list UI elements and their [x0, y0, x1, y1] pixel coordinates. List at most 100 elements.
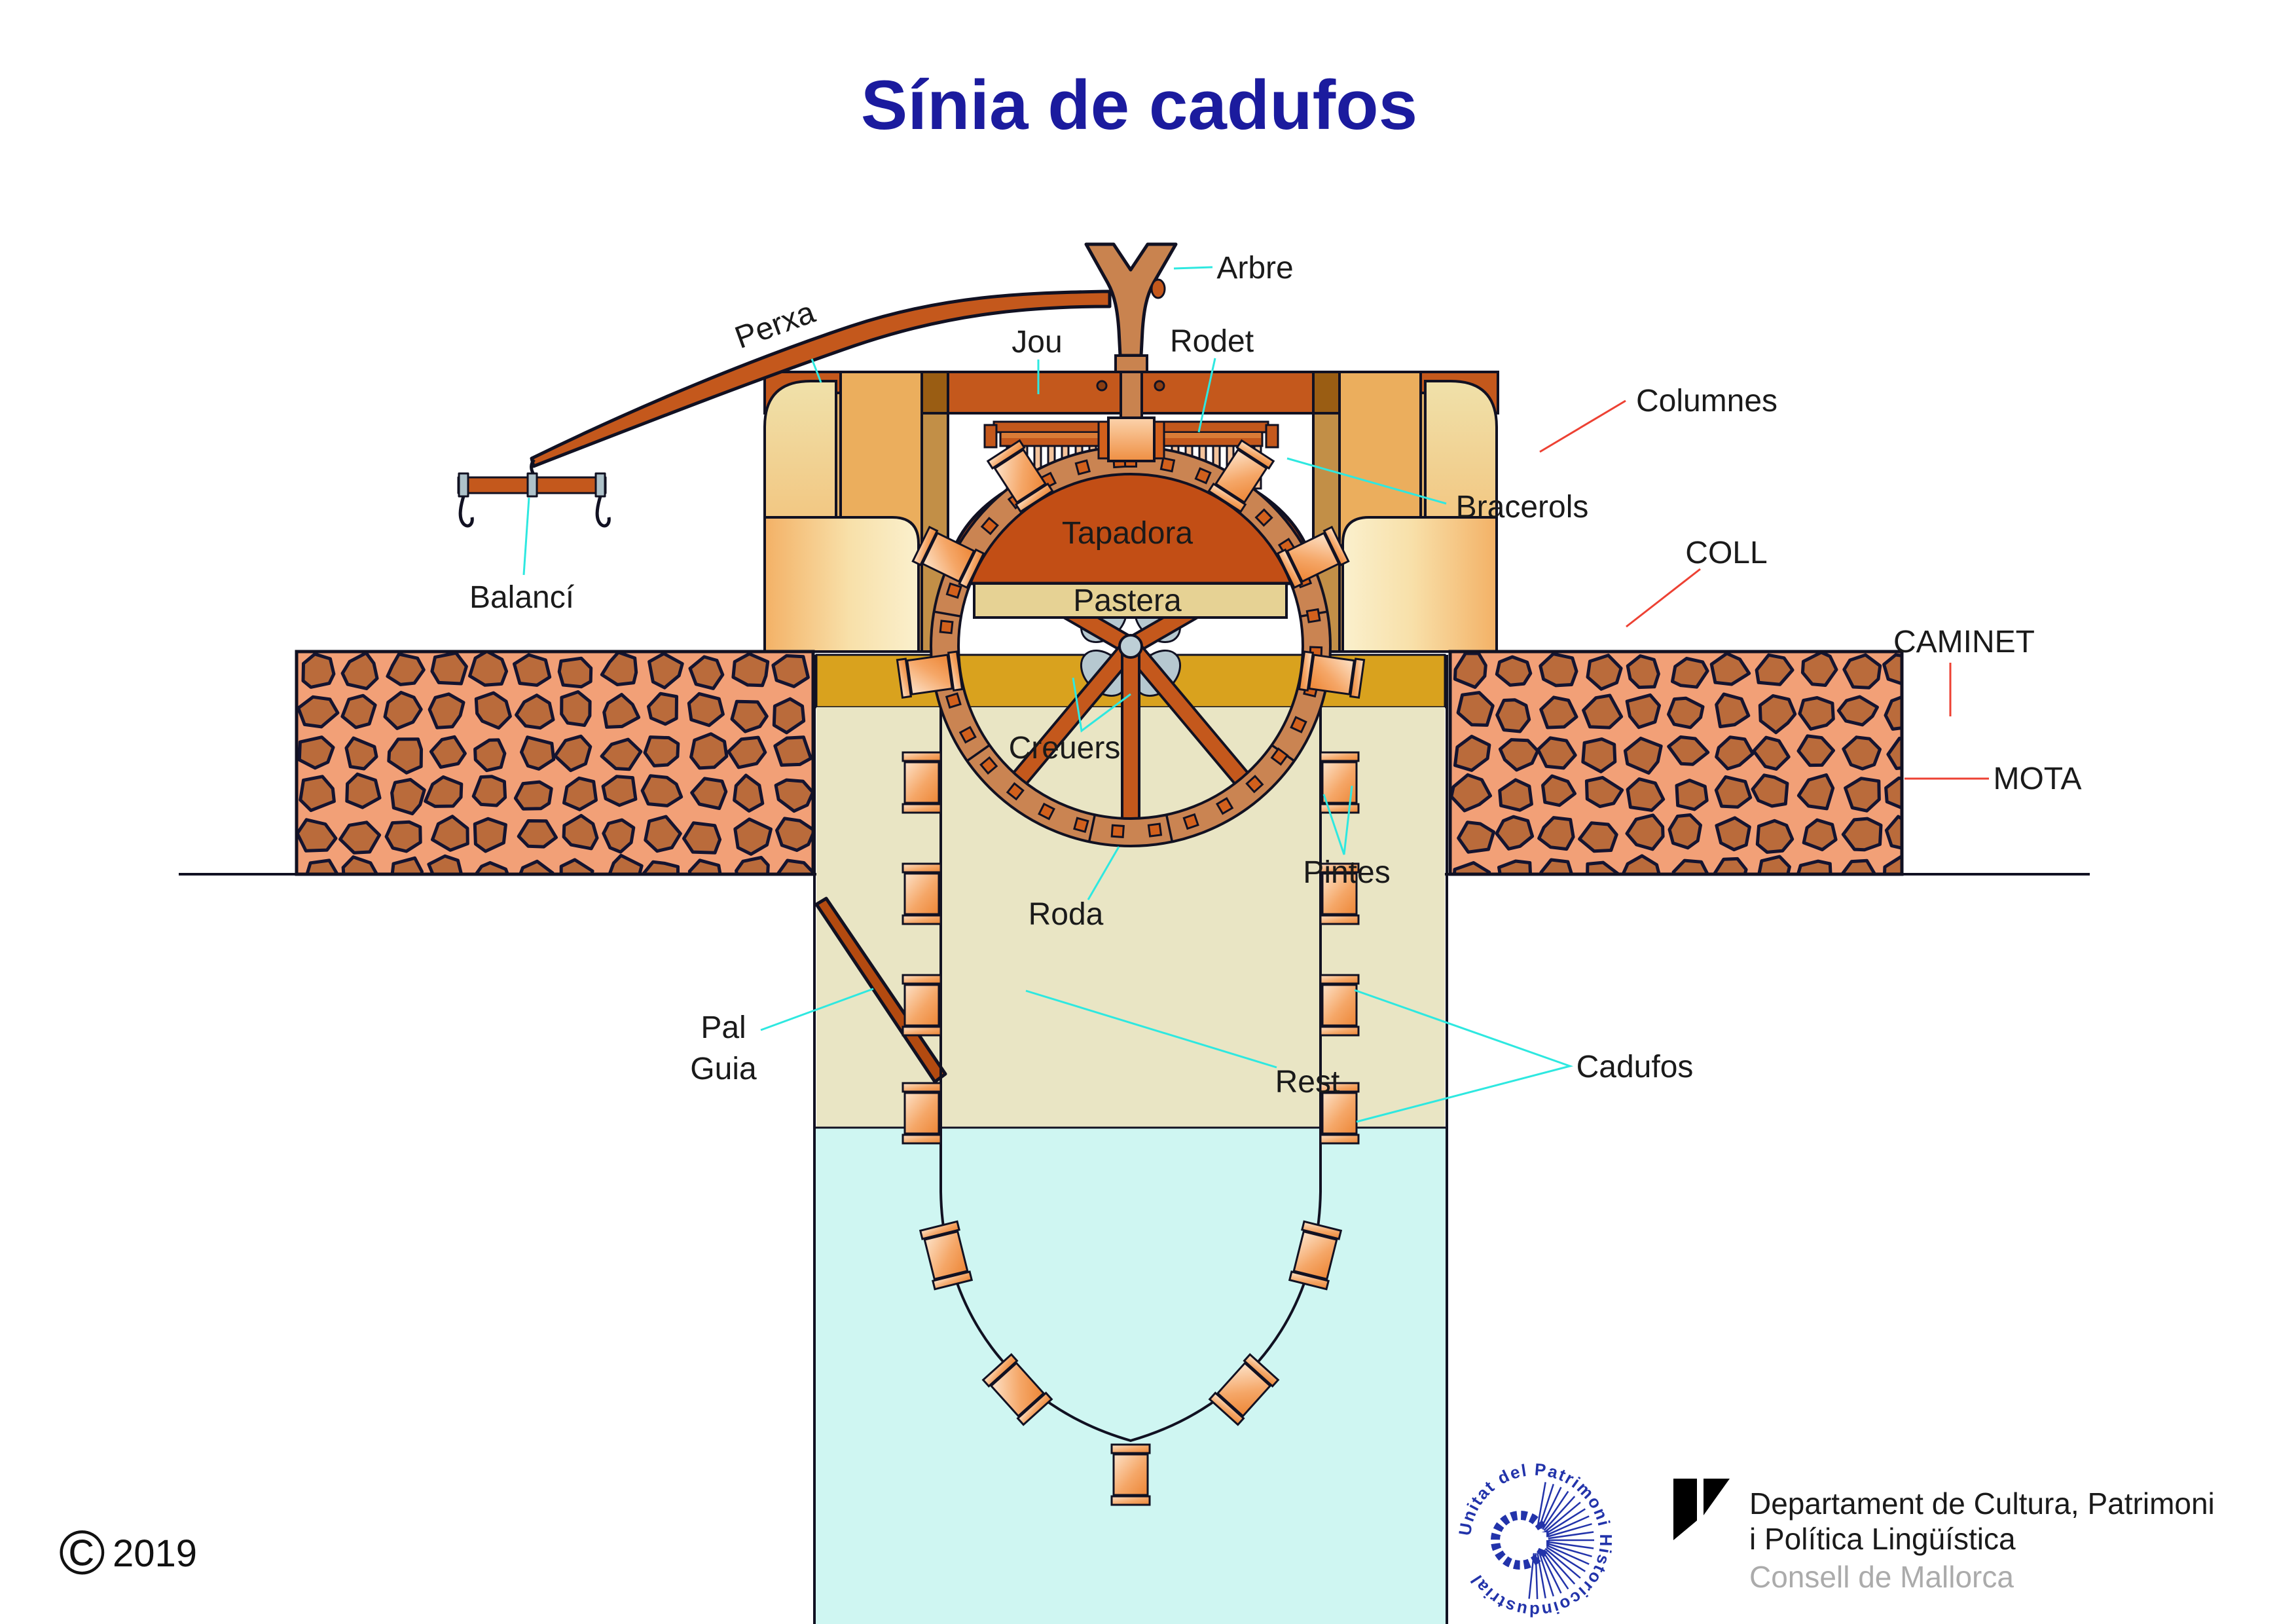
stone [297, 735, 335, 770]
stone [384, 820, 422, 853]
cadufo-part [1319, 974, 1360, 985]
cadufo-part [911, 525, 939, 566]
stone [1671, 858, 1710, 874]
logo-ray [1548, 1541, 1594, 1549]
pinte [1254, 508, 1273, 527]
cadufo-part [903, 761, 940, 804]
rodet-hub-block [1107, 416, 1156, 462]
stone [431, 815, 469, 852]
logo-ray [1544, 1502, 1581, 1533]
stone [1840, 858, 1877, 874]
pinte [1270, 747, 1289, 766]
logo-ray [1546, 1544, 1590, 1565]
stone [1886, 737, 1902, 770]
pinte [979, 756, 998, 775]
stone [1933, 860, 1967, 894]
stone [602, 818, 636, 854]
stone [780, 897, 812, 931]
arbre-collar [1114, 354, 1148, 373]
stone-wall-right [1450, 652, 1967, 934]
stone [297, 818, 338, 853]
cadufo-part [1286, 532, 1340, 583]
stone [1630, 898, 1666, 927]
logo-ray [1542, 1490, 1569, 1530]
stone [1626, 777, 1666, 812]
stone [1671, 900, 1703, 934]
stone [643, 735, 680, 767]
stone [1758, 694, 1797, 735]
stone [733, 817, 773, 856]
cadufo-part [1110, 1443, 1151, 1454]
rim-joint [1087, 814, 1097, 842]
pinte [1074, 459, 1091, 475]
balanci-hook-icon [595, 496, 611, 528]
cadufo-part [981, 1353, 1019, 1388]
stone [383, 900, 419, 931]
cadufo-bucket [902, 974, 942, 1037]
stone [772, 697, 806, 735]
stone [473, 738, 507, 773]
stone [1587, 899, 1621, 933]
stone [688, 899, 723, 931]
copyright-year: 2019 [113, 1532, 197, 1575]
cadufo-part [1298, 650, 1315, 692]
stone [1578, 821, 1618, 853]
stone [424, 775, 464, 808]
label-pastera: Pastera [1073, 583, 1182, 618]
cadufo-part [947, 650, 964, 692]
cadufo-part [1288, 1270, 1330, 1291]
stone [1802, 818, 1838, 851]
pinte [1305, 608, 1321, 623]
stone [608, 853, 644, 874]
stone [562, 903, 592, 934]
cadufo-part [1214, 448, 1268, 504]
pinte [1245, 775, 1264, 794]
pinte [1159, 456, 1176, 473]
stone [1844, 777, 1881, 813]
stone [1891, 899, 1923, 934]
stone [682, 821, 722, 855]
label-pal: Pal [701, 1010, 746, 1045]
stone [1800, 652, 1838, 687]
cadufo-part [1292, 1230, 1338, 1281]
stone [299, 775, 336, 813]
stone [1929, 657, 1962, 687]
stone [1882, 855, 1902, 874]
stone [1715, 735, 1755, 771]
stone [1932, 819, 1961, 849]
cadufo-part [906, 654, 954, 695]
leader-balanci [522, 497, 530, 576]
logo-ray [1543, 1496, 1576, 1531]
cadufo-part [1319, 1134, 1360, 1145]
columna-side-top [1312, 371, 1341, 415]
cadufo-part [903, 872, 940, 915]
stone [562, 813, 599, 851]
rim-joint [934, 610, 962, 618]
cadufo-part [1016, 1392, 1053, 1426]
cadufo-part [1235, 439, 1275, 470]
stone [428, 692, 465, 729]
cadufo-part [1321, 761, 1358, 804]
logo-ray [1548, 1531, 1594, 1540]
stone [345, 772, 382, 809]
stone [513, 653, 552, 687]
stone [513, 780, 553, 811]
stone [727, 735, 767, 769]
stone [1715, 816, 1751, 851]
cadufo-part [902, 1082, 942, 1093]
logo-ray [1546, 1508, 1586, 1534]
balanci-end-pin [458, 472, 469, 498]
stone [1884, 695, 1902, 731]
stone [1537, 816, 1575, 851]
stone [1842, 735, 1882, 771]
logo-fan-rays [1528, 1482, 1594, 1599]
stone [690, 777, 728, 810]
stone [1752, 735, 1791, 771]
leader-bracerols [1286, 457, 1447, 505]
stone [1884, 776, 1902, 810]
cadufo-bucket [896, 650, 964, 699]
stone [731, 898, 763, 931]
label-cadufos: Cadufos [1576, 1050, 1694, 1084]
arbre-neck [1120, 371, 1143, 422]
cadufo-bucket [919, 1220, 974, 1291]
